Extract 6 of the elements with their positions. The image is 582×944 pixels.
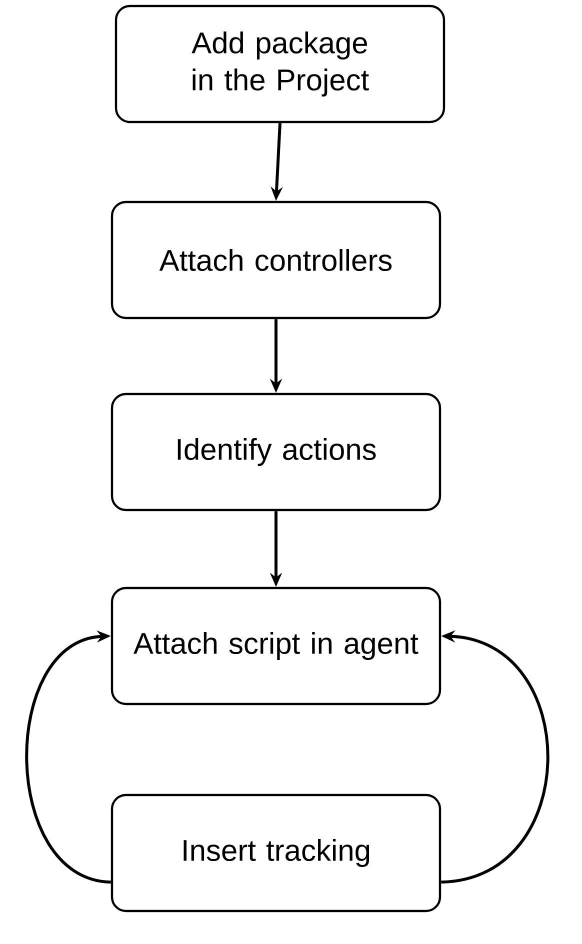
- process-box: Insert tracking: [110, 794, 442, 912]
- arrow: [25, 630, 112, 884]
- process-box: Identify actions: [110, 392, 442, 512]
- process-box: Attach controllers: [110, 200, 442, 320]
- process-box: Attach script in agent: [110, 586, 442, 706]
- process-box: Add package in the Project: [114, 4, 446, 124]
